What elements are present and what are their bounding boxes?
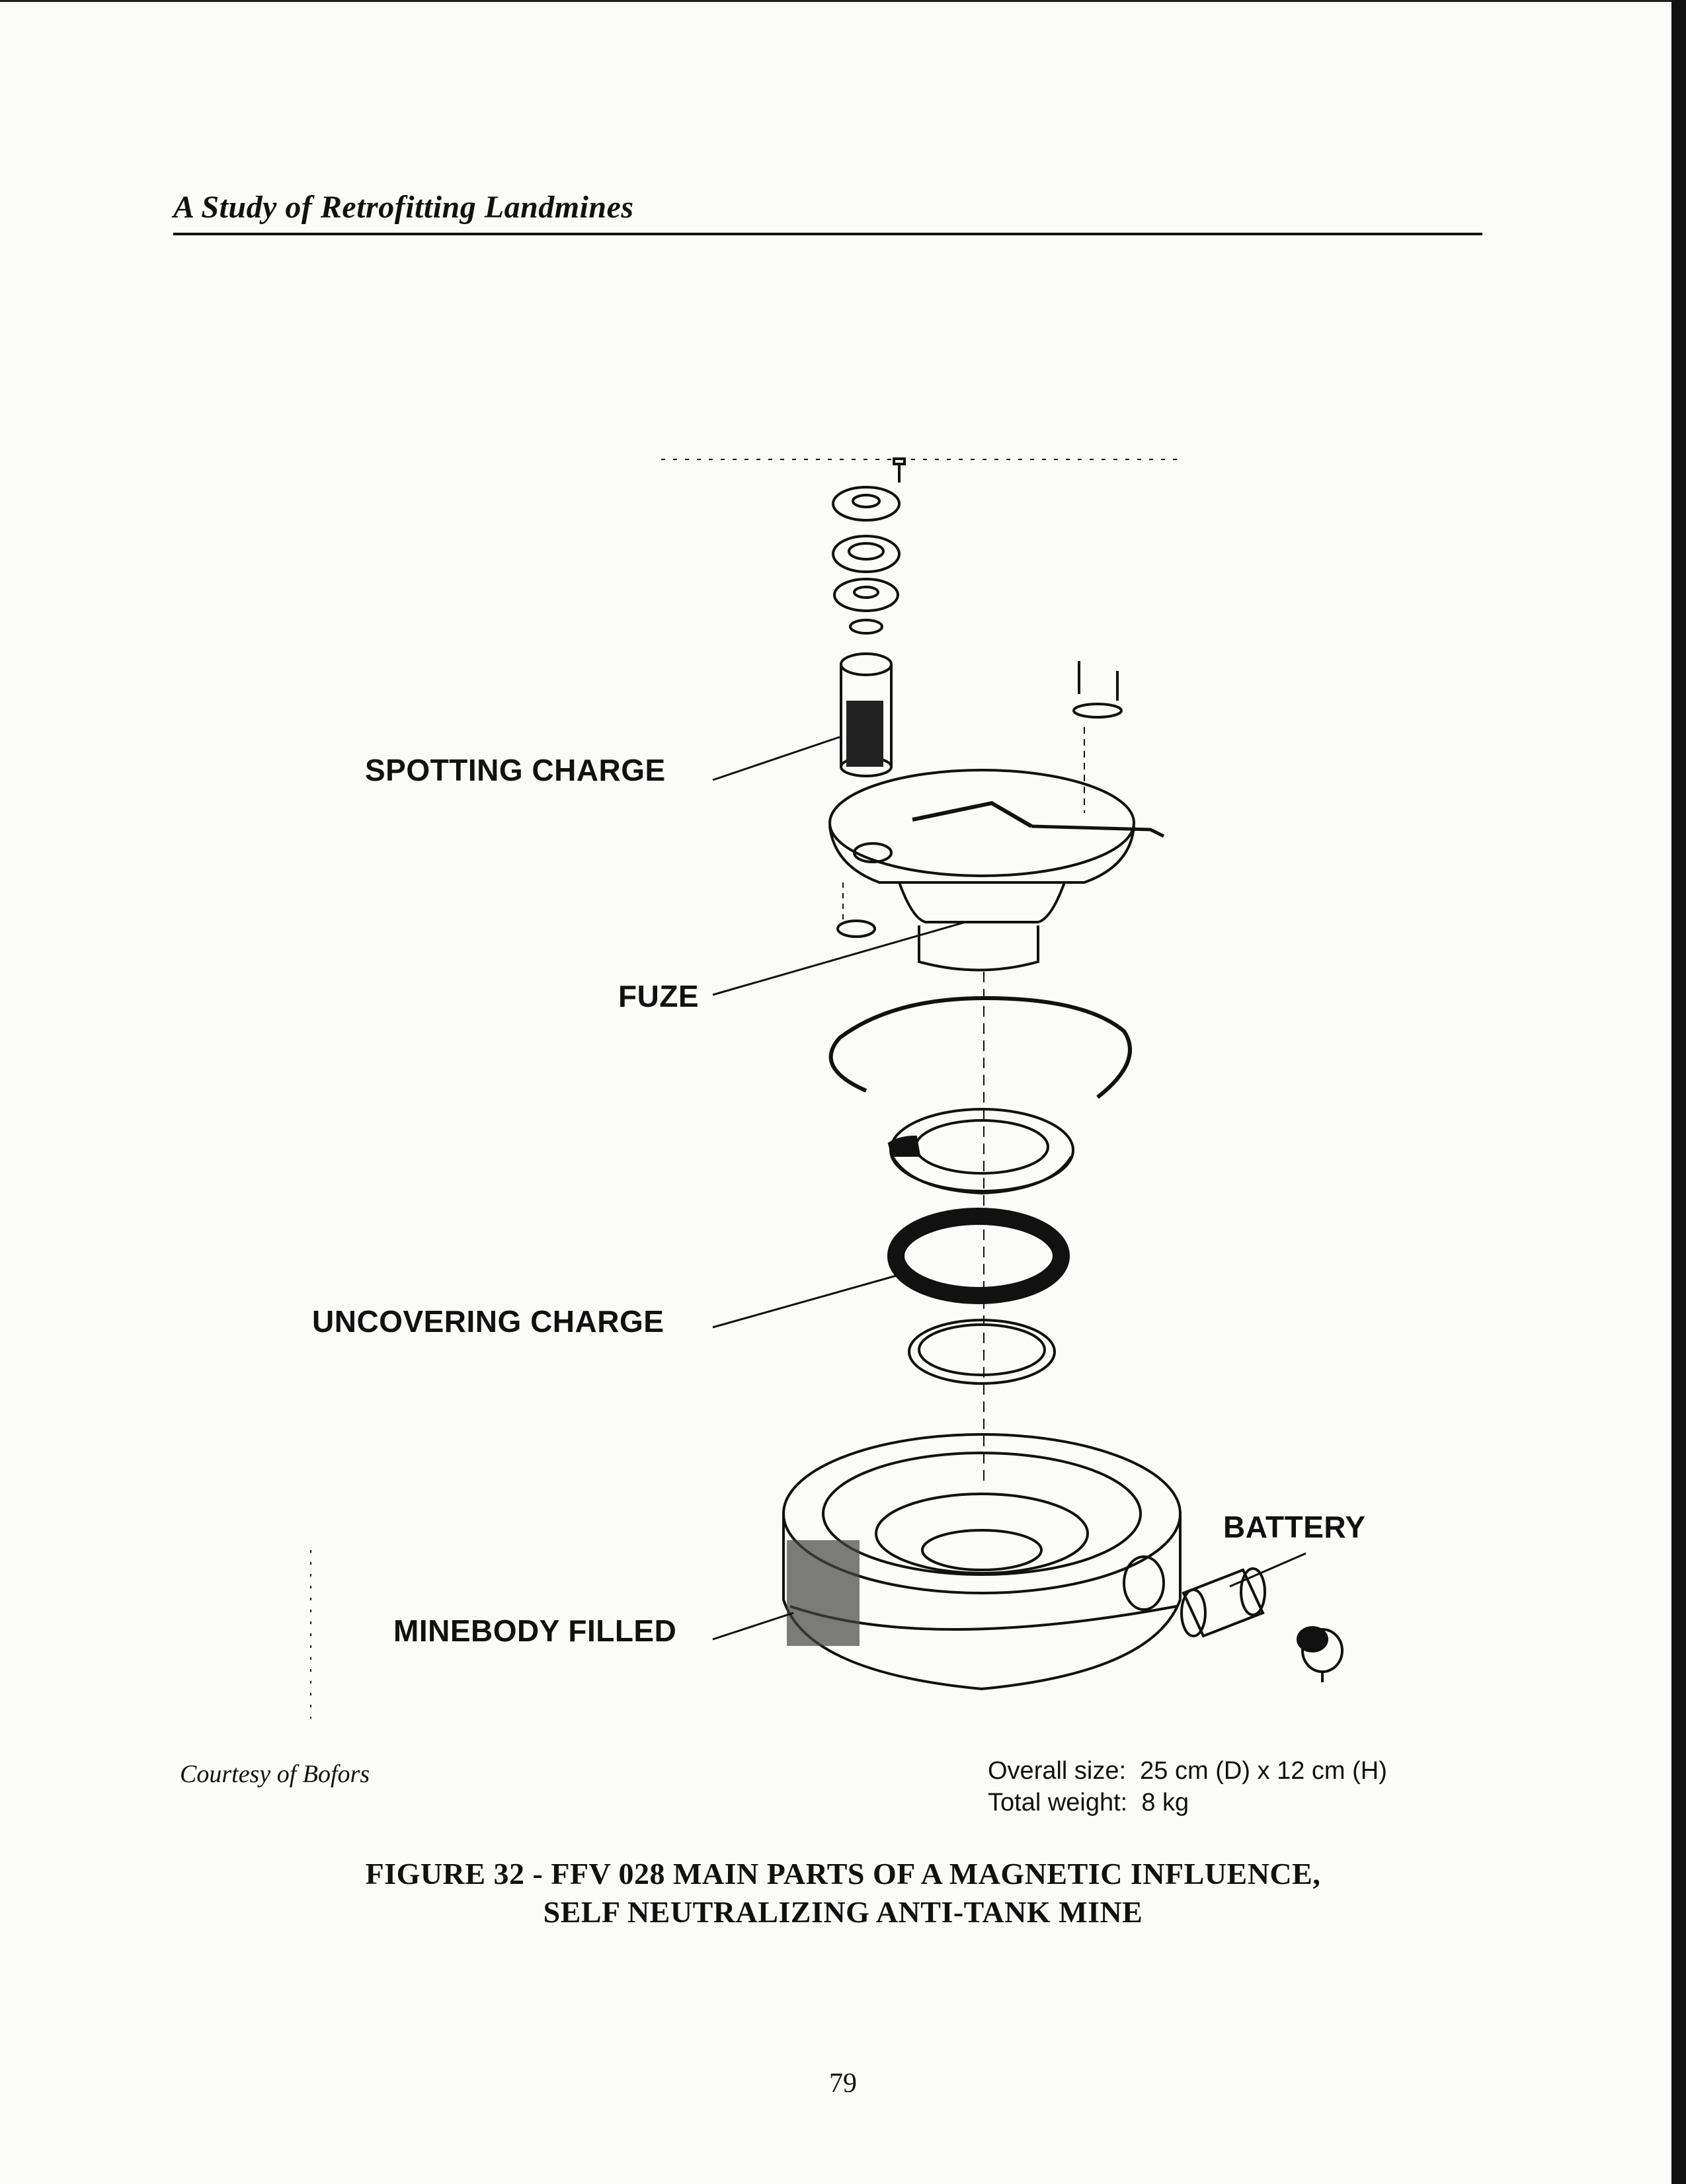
fuze-assembly [828,769,1165,972]
uncovering-charge-ring [887,1208,1070,1304]
label-fuze: FUZE [618,979,700,1013]
minebody [782,1433,1182,1691]
label-minebody-filled: MINEBODY FILLED [393,1614,677,1648]
label-battery: BATTERY [1223,1510,1366,1544]
lower-ring [908,1319,1056,1385]
leader-fuze [712,921,966,996]
battery-cap [1297,1626,1344,1682]
upper-plates [832,486,901,635]
battery-part [1180,1567,1266,1638]
scan-edge [1671,0,1686,2184]
leader-spotting-charge [712,736,840,781]
running-head: A Study of Retrofitting Landmines [173,190,634,225]
figure-caption: FIGURE 32 - FFV 028 MAIN PARTS OF A MAGN… [198,1855,1488,1931]
leader-battery [1229,1552,1306,1588]
leader-minebody [712,1612,794,1641]
retaining-ring [828,995,1132,1099]
spec-size: Overall size: 25 cm (D) x 12 cm (H) [988,1757,1387,1785]
label-uncovering-charge: UNCOVERING CHARGE [312,1304,664,1339]
upper-ring [887,1108,1074,1195]
top-screw [893,457,906,483]
leader-uncovering-charge [712,1274,897,1329]
header-rule [173,233,1482,235]
top-border-line [0,0,1673,2]
spec-weight: Total weight: 8 kg [988,1789,1189,1816]
courtesy-credit: Courtesy of Bofors [180,1760,370,1788]
specs-block: Overall size: 25 cm (D) x 12 cm (H) Tota… [988,1755,1387,1818]
caption-line-1: FIGURE 32 - FFV 028 MAIN PARTS OF A MAGN… [365,1857,1321,1891]
spotting-charge-cylinder [840,652,893,777]
page-number: 79 [829,2068,857,2099]
caption-line-2: SELF NEUTRALIZING ANTI-TANK MINE [543,1895,1143,1929]
side-screws-clip [1072,661,1123,813]
label-spotting-charge: SPOTTING CHARGE [365,753,666,787]
